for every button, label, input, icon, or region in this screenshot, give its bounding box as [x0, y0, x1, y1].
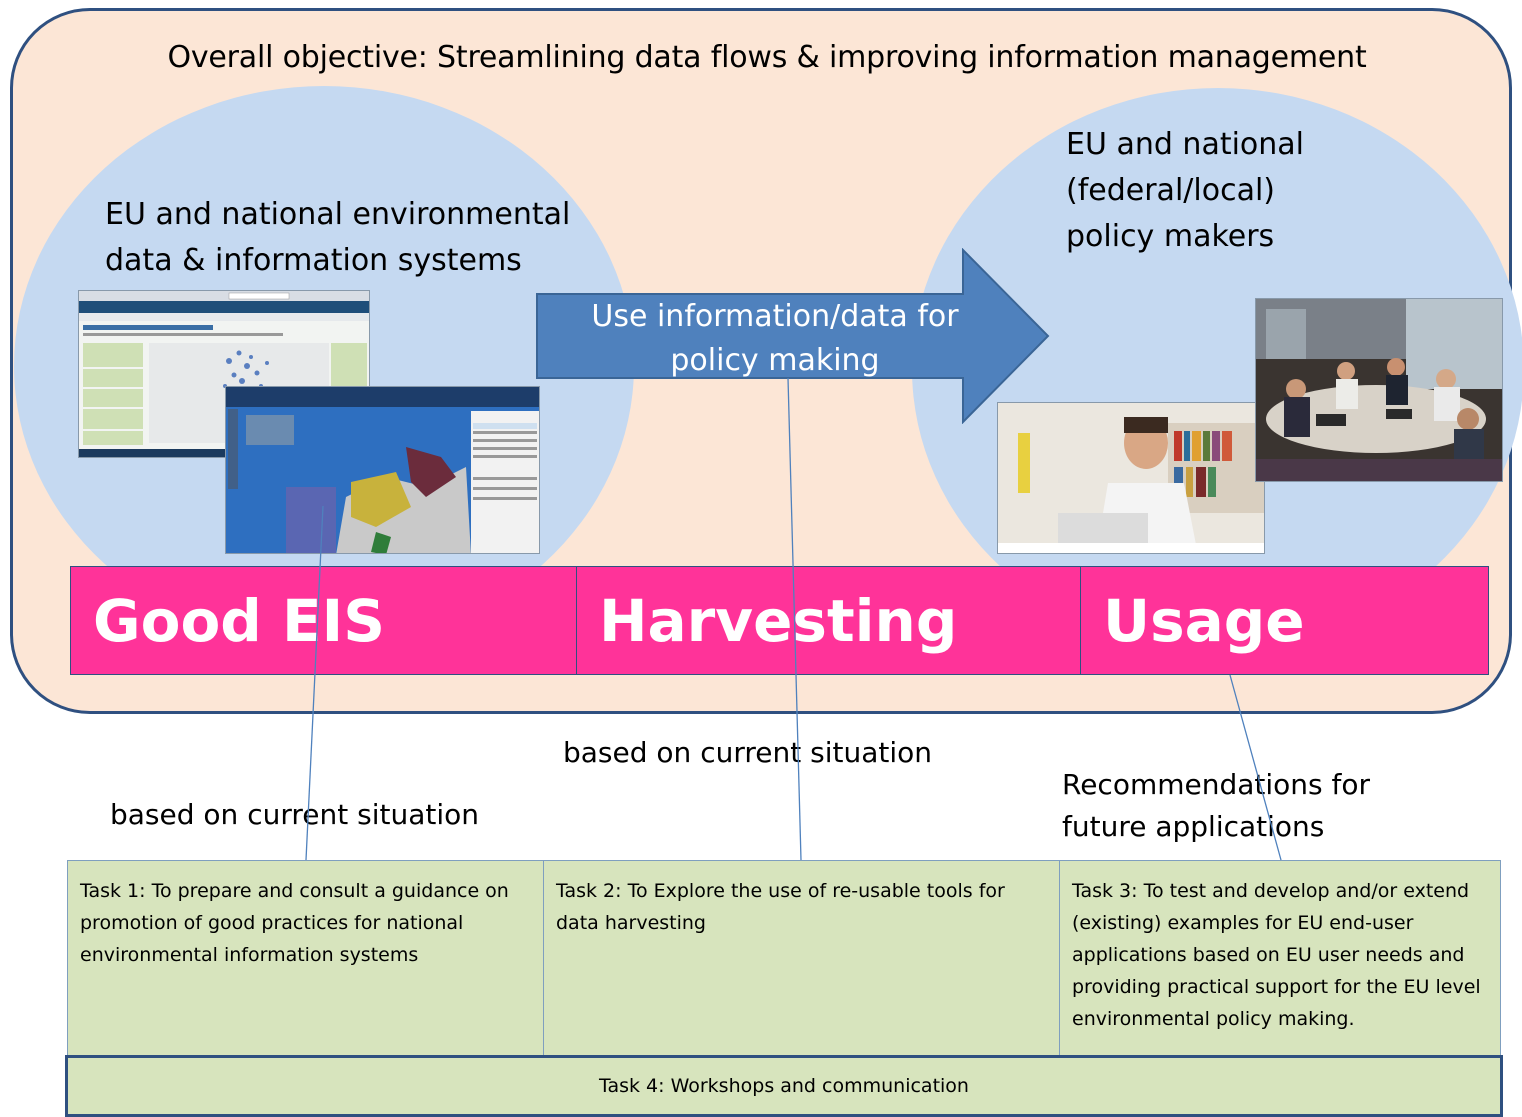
atlas-map-image [226, 387, 539, 553]
overall-objective-title: Overall objective: Streamlining data flo… [167, 40, 1367, 75]
usage-note-line2: future applications [1062, 810, 1325, 843]
usage-bar: Usage [1080, 566, 1489, 675]
eis-circle-label-line2: data & information systems [105, 243, 522, 278]
policy-makers-label-line1: EU and national [1066, 127, 1305, 162]
use-information-arrow [536, 248, 1050, 424]
harvesting-bar: Harvesting [576, 566, 1081, 675]
task-2-box: Task 2: To Explore the use of re-usable … [543, 860, 1060, 1056]
good-eis-bar: Good EIS [70, 566, 577, 675]
usage-note: Recommendations for future applications [1062, 764, 1370, 848]
arrow-label-line1: Use information/data for [591, 299, 959, 334]
harvesting-note: based on current situation [563, 736, 932, 769]
usage-note-line1: Recommendations for [1062, 768, 1371, 801]
policy-makers-label-line2: (federal/local) [1066, 173, 1275, 208]
policy-makers-label: EU and national (federal/local) policy m… [1066, 122, 1386, 260]
meeting-photo [1255, 298, 1503, 482]
eis-circle-label: EU and national environmental data & inf… [105, 192, 625, 284]
arrow-label: Use information/data for policy making [560, 295, 990, 383]
arrow-label-line2: policy making [670, 343, 880, 378]
eis-circle-label-line1: EU and national environmental [105, 197, 571, 232]
policy-makers-label-line3: policy makers [1066, 219, 1275, 254]
policy-maker-at-laptop-photo [997, 402, 1265, 554]
good-eis-note: based on current situation [110, 798, 479, 831]
laptop-photo-image [998, 403, 1264, 553]
task-4-box: Task 4: Workshops and communication [65, 1055, 1503, 1117]
meeting-photo-image [1256, 299, 1502, 481]
task-1-box: Task 1: To prepare and consult a guidanc… [67, 860, 544, 1056]
atlas-of-the-seas-screenshot [225, 386, 540, 554]
task-3-box: Task 3: To test and develop and/or exten… [1059, 860, 1501, 1056]
